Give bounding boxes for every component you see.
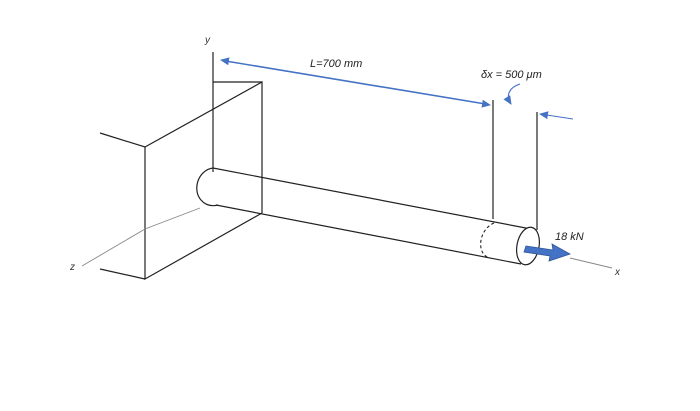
elongation-end-arrow bbox=[539, 111, 574, 120]
y-axis-label: y bbox=[204, 35, 211, 46]
y-axis: y bbox=[204, 35, 214, 172]
force-label: 18 kN bbox=[555, 231, 584, 243]
elongation-label: δx = 500 μm bbox=[481, 69, 542, 81]
length-dimension: L=700 mm bbox=[220, 57, 491, 108]
elongation-annotation: δx = 500 μm bbox=[481, 69, 574, 120]
force-arrow: 18 kN bbox=[523, 231, 584, 262]
z-axis-label: z bbox=[69, 262, 75, 273]
original-end-outline bbox=[480, 222, 495, 259]
force-arrow-shape bbox=[523, 243, 571, 262]
rod bbox=[196, 167, 540, 266]
dimension-guides bbox=[492, 100, 538, 230]
x-axis: x bbox=[569, 257, 621, 278]
x-axis-label: x bbox=[614, 267, 621, 278]
wall-support bbox=[99, 80, 263, 281]
length-label: L=700 mm bbox=[310, 58, 362, 70]
elongation-pointer-arrow bbox=[503, 83, 521, 105]
z-axis: z bbox=[69, 207, 201, 273]
